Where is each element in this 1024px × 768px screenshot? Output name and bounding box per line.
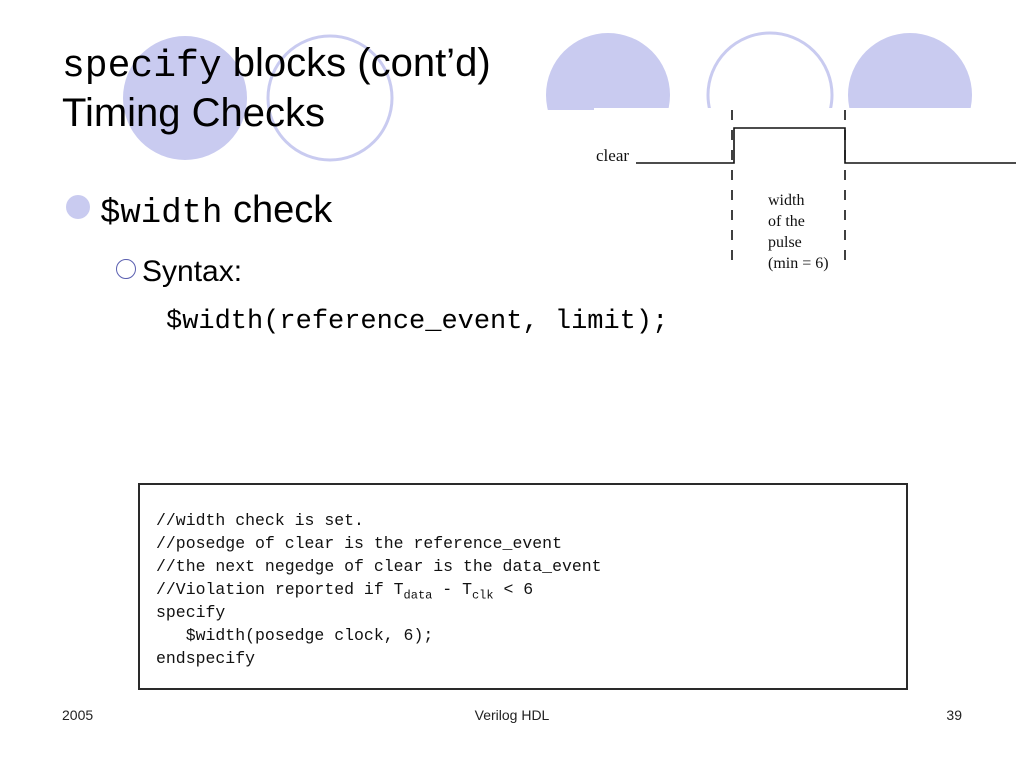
code-block: //width check is set. //posedge of clear … (156, 509, 602, 670)
title-keyword: specify (62, 45, 222, 88)
deco-circle-1 (123, 36, 247, 160)
filled-bullet-icon (66, 195, 90, 219)
title-line2: Timing Checks (62, 91, 326, 135)
slide-title: specify blocks (cont’d) Timing Checks (62, 40, 491, 136)
bullet-width-check: $width check (66, 186, 332, 238)
annotation-line-1: width (768, 192, 804, 209)
decorative-circles (123, 31, 972, 162)
annotation-line-3: pulse (768, 234, 802, 251)
annotation-line-2: of the (768, 213, 805, 230)
sub-bullet-syntax: Syntax: (116, 252, 242, 292)
syntax-code: $width(reference_event, limit); (166, 307, 669, 337)
pulse-waveform (636, 127, 1016, 164)
timing-diagram: clear width of the pulse (min = 6) (594, 108, 1020, 278)
title-text: blocks (cont’d) (232, 41, 491, 85)
footer-page-number: 39 (946, 707, 962, 723)
code-line: //the next negedge of clear is the data_… (156, 557, 602, 576)
bullet-text: check (232, 189, 333, 231)
bullet-keyword: $width (100, 195, 223, 233)
code-line: //width check is set. (156, 511, 364, 530)
deco-circle-5 (848, 33, 972, 110)
code-line: endspecify (156, 649, 256, 668)
deco-circle-3 (546, 33, 670, 110)
deco-circle-2 (266, 34, 394, 162)
footer-year: 2005 (62, 707, 94, 723)
hollow-bullet-icon (116, 259, 136, 279)
annotation-line-4: (min = 6) (768, 255, 829, 272)
code-line: specify (156, 603, 226, 622)
code-line: //posedge of clear is the reference_even… (156, 534, 562, 553)
code-line: $width(posedge clock, 6); (156, 626, 434, 645)
sub-bullet-text: Syntax: (142, 255, 243, 288)
footer-title: Verilog HDL (474, 707, 550, 723)
code-line-violation: //Violation reported if Tdata - Tclk < 6 (156, 580, 534, 603)
signal-label: clear (596, 146, 629, 165)
code-example-box: //width check is set. //posedge of clear … (138, 483, 908, 690)
deco-circle-4 (706, 31, 834, 110)
